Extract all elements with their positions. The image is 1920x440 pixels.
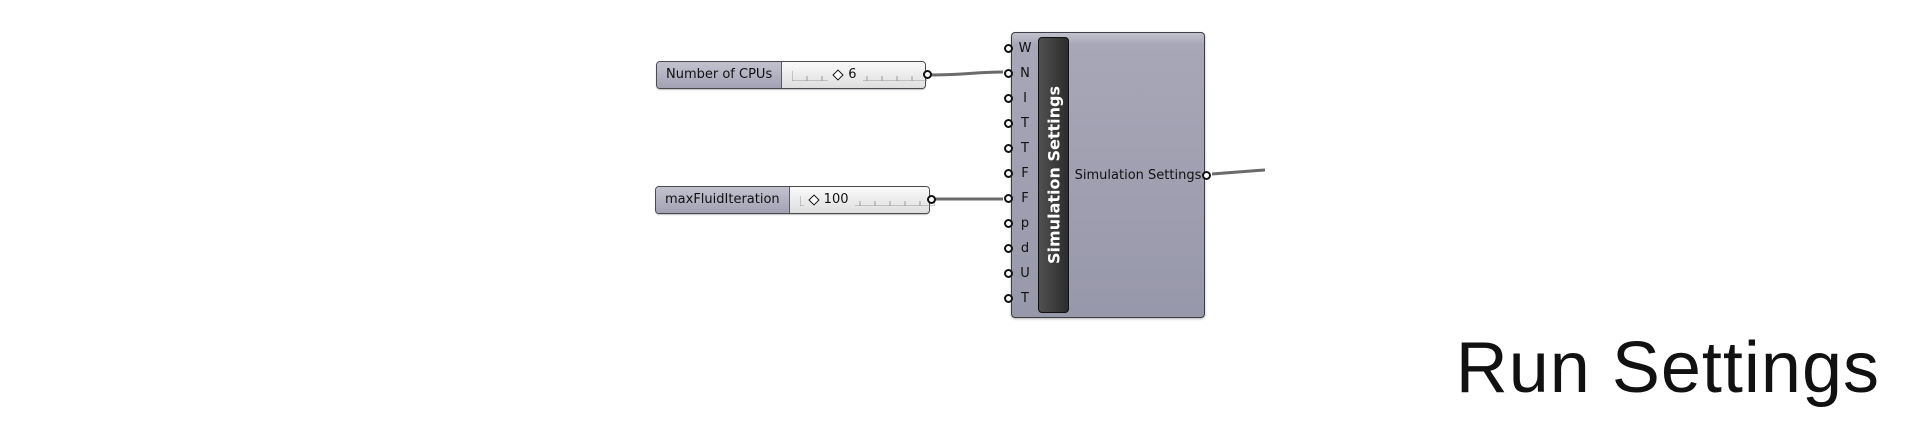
input-param-label: p <box>1020 216 1030 231</box>
input-param-label: T <box>1021 116 1029 131</box>
slider-value-text: 6 <box>848 67 857 82</box>
input-param-label: W <box>1018 41 1032 56</box>
slider-label: maxFluidIteration <box>656 187 790 213</box>
input-param-label: F <box>1021 191 1029 206</box>
input-grip[interactable] <box>1004 169 1013 178</box>
max-fluid-iteration-slider[interactable]: maxFluidIteration 100 <box>655 186 936 214</box>
input-grip[interactable] <box>1004 244 1013 253</box>
wire-output[interactable] <box>1211 168 1266 176</box>
input-param-6[interactable]: F <box>1012 186 1038 211</box>
input-param-8[interactable]: d <box>1012 236 1038 261</box>
component-nickname: Simulation Settings <box>1044 86 1063 264</box>
input-param-9[interactable]: U <box>1012 261 1038 286</box>
input-grip[interactable] <box>1004 219 1013 228</box>
input-param-3[interactable]: T <box>1012 111 1038 136</box>
slider-track[interactable]: 6 <box>782 62 928 88</box>
slider-diamond-icon[interactable] <box>832 69 844 81</box>
input-grip[interactable] <box>1004 119 1013 128</box>
output-grip[interactable] <box>927 195 936 204</box>
input-parameters: W N I T T F F p d U T <box>1004 33 1038 317</box>
input-param-7[interactable]: p <box>1012 211 1038 236</box>
input-grip[interactable] <box>1004 269 1013 278</box>
input-param-label: F <box>1021 166 1029 181</box>
input-grip[interactable] <box>1004 94 1013 103</box>
input-grip[interactable] <box>1004 194 1013 203</box>
input-param-0[interactable]: W <box>1012 36 1038 61</box>
input-grip[interactable] <box>1004 44 1013 53</box>
slider-diamond-icon[interactable] <box>808 194 820 206</box>
simulation-settings-component[interactable]: W N I T T F F p d U T Simulation Setting… <box>1004 32 1211 318</box>
input-param-label: T <box>1021 291 1029 306</box>
number-of-cpus-slider[interactable]: Number of CPUs 6 <box>656 61 932 89</box>
input-grip[interactable] <box>1004 69 1013 78</box>
slider-label: Number of CPUs <box>657 62 783 88</box>
input-param-label: U <box>1020 266 1030 281</box>
input-param-label: N <box>1020 66 1030 81</box>
slider-value-text: 100 <box>823 192 849 207</box>
input-param-1[interactable]: N <box>1012 61 1038 86</box>
page-caption: Run Settings <box>1455 328 1880 408</box>
wire-cpus-to-N[interactable] <box>927 70 1004 77</box>
input-param-label: T <box>1021 141 1029 156</box>
output-grip[interactable] <box>923 70 932 79</box>
component-name-bar[interactable]: Simulation Settings <box>1038 37 1069 313</box>
input-param-2[interactable]: I <box>1012 86 1038 111</box>
output-grip[interactable] <box>1202 171 1211 180</box>
slider-value: 6 <box>828 62 863 88</box>
slider-value: 100 <box>803 187 855 213</box>
input-param-label: I <box>1023 91 1027 106</box>
input-grip[interactable] <box>1004 144 1013 153</box>
input-param-label: d <box>1020 241 1030 256</box>
input-grip[interactable] <box>1004 294 1013 303</box>
input-param-5[interactable]: F <box>1012 161 1038 186</box>
output-param-label[interactable]: Simulation Settings <box>1074 168 1202 183</box>
input-param-10[interactable]: T <box>1012 286 1038 311</box>
input-param-4[interactable]: T <box>1012 136 1038 161</box>
slider-track[interactable]: 100 <box>789 187 935 213</box>
